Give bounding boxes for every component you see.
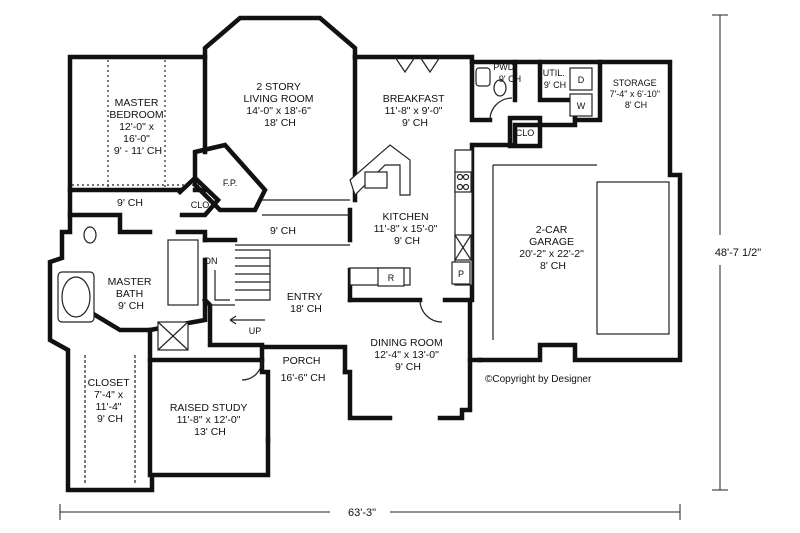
wall-stair-west (201, 237, 265, 348)
clo-utility-box (507, 115, 543, 149)
label-master-bedroom: MASTER BEDROOM 12'-0" x 16'-0" 9' - 11' … (109, 97, 166, 157)
cooktop (454, 171, 472, 193)
label-fireplace: F.P. (223, 178, 237, 188)
label-clo-utility: CLO (516, 128, 535, 138)
label-pantry: P (458, 269, 464, 279)
wall-living-east (347, 54, 358, 243)
label-entry: ENTRY 18' CH (287, 291, 325, 315)
label-dining-room: DINING ROOM 12'-4" x 13'-0" 9' CH (370, 337, 445, 373)
label-hall-ch-center: 9' CH (270, 225, 296, 237)
pwd-door (489, 97, 513, 121)
small-labels: 9' CH 9' CH F.P. CLO CLO D W R P DN UP (117, 75, 586, 336)
width-dimension: 63'-3" (348, 507, 376, 519)
dryer-box (569, 67, 593, 91)
washer-box (569, 93, 593, 117)
wall-storage (477, 59, 683, 363)
burner (462, 173, 470, 181)
label-kitchen: KITCHEN 11'-8" x 15'-0" 9' CH (374, 211, 441, 247)
wall-breakfast-north (352, 54, 603, 148)
label-stair-down: DN (205, 256, 218, 266)
study-door (241, 359, 263, 381)
label-dryer: D (578, 75, 585, 85)
tub (57, 271, 95, 323)
pwd-sink (475, 67, 491, 87)
breakfast-door (394, 56, 441, 74)
label-hall-ch-left: 9' CH (117, 197, 143, 209)
pwd-toilet (493, 79, 507, 97)
oven-x (454, 234, 472, 261)
label-garage: 2-CAR GARAGE 20'-2" x 22'-2" 8' CH (519, 224, 587, 272)
label-closet: CLOSET 7'-4" x 11'-4" 9' CH (88, 377, 133, 425)
label-util: UTIL. 9' CH (543, 68, 568, 90)
label-master-bath: MASTER BATH 9' CH (108, 276, 155, 312)
label-breakfast: BREAKFAST 11'-8" x 9'-0" 9' CH (383, 93, 448, 129)
tub-basin (61, 276, 91, 318)
shower-x (157, 321, 189, 351)
label-clo-living: CLO (191, 200, 210, 210)
stair-runs (235, 249, 271, 301)
label-washer: W (577, 101, 586, 111)
wall-hall-south (67, 212, 208, 243)
dining-door (419, 299, 443, 323)
label-porch: PORCH 16'-6" CH (281, 355, 326, 384)
room-labels: MASTER BEDROOM 12'-0" x 16'-0" 9' - 11' … (88, 62, 663, 438)
wall-living-bay (202, 15, 358, 60)
pantry-box (451, 261, 471, 285)
label-fridge: R (388, 273, 395, 283)
wall-fireplace (192, 142, 268, 213)
burner (456, 173, 464, 181)
stair-arrow-up (229, 315, 265, 325)
burner (462, 183, 470, 191)
depth-dimension: 48'-7 1/2" (715, 247, 761, 259)
label-pwd: PWD 9' CH (493, 62, 521, 84)
copyright-text: ©Copyright by Designer (485, 374, 592, 385)
wc (83, 226, 97, 244)
burner (456, 183, 464, 191)
dimension-lines: 63'-3" 48'-7 1/2" (59, 14, 761, 520)
label-living-room: 2 STORY LIVING ROOM 14'-0" x 18'-6" 18' … (244, 81, 317, 129)
label-storage: STORAGE 7'-4" x 6'-10" 8' CH (610, 78, 663, 110)
wall-closet-fp (176, 174, 222, 218)
label-raised-study: RAISED STUDY 11'-8" x 12'-0" 13' CH (170, 402, 250, 438)
stair-arrow-down (214, 270, 230, 301)
garage-door (596, 181, 670, 335)
kitchen-sink (364, 171, 388, 189)
label-stair-up: UP (249, 326, 262, 336)
plan-details (57, 56, 670, 485)
fridge-box (377, 267, 405, 287)
vanity (167, 239, 199, 306)
